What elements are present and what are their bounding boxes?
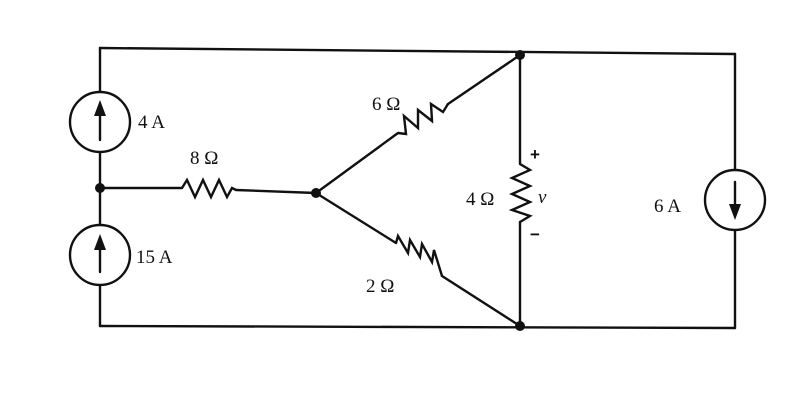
wire-6ohm-upper: [446, 53, 522, 106]
current-source-4a: [68, 90, 132, 154]
resistor-8ohm: [180, 177, 237, 200]
arrow-head-icon: [729, 204, 741, 220]
node-left: [95, 183, 105, 193]
voltage-minus-sign: −: [530, 225, 540, 244]
wire-8ohm-right: [234, 188, 318, 195]
node-bottom-right: [515, 321, 525, 331]
wire-bottom: [98, 324, 737, 330]
wire-top: [98, 46, 737, 56]
arrow-head-icon: [94, 234, 106, 250]
wire-2ohm-lower: [440, 274, 522, 328]
arrow-head-icon: [94, 100, 106, 116]
resistor-2ohm: [394, 232, 444, 277]
label-resistor-4ohm: 4 Ω: [466, 189, 494, 210]
voltage-plus-sign: +: [530, 145, 540, 164]
node-center: [311, 188, 321, 198]
current-source-15a: [68, 223, 132, 287]
node-top-right: [515, 50, 525, 60]
resistor-4ohm: [508, 162, 533, 224]
wire-2ohm-upper: [314, 191, 398, 245]
voltage-symbol: v: [538, 187, 547, 208]
resistor-6ohm: [397, 101, 450, 136]
label-resistor-8ohm: 8 Ω: [190, 148, 218, 169]
label-resistor-6ohm: 6 Ω: [372, 94, 400, 115]
label-resistor-2ohm: 2 Ω: [366, 276, 394, 297]
label-source-6a: 6 A: [654, 196, 681, 217]
wires: [98, 46, 737, 330]
current-source-6a: [703, 168, 767, 232]
label-source-15a: 15 A: [136, 247, 173, 268]
wire-6ohm-lower: [314, 131, 400, 195]
label-source-4a: 4 A: [138, 112, 165, 133]
